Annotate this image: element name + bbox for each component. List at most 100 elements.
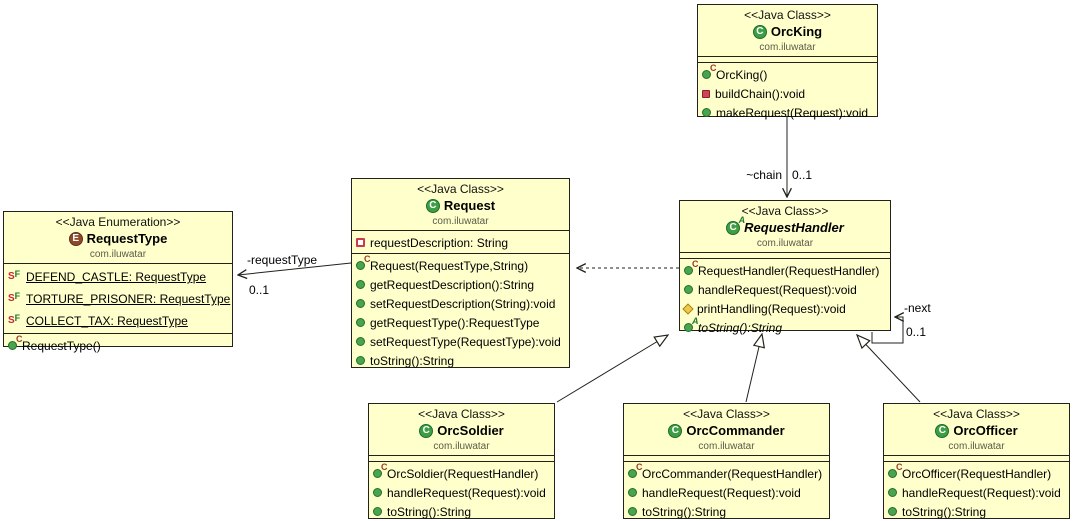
class-box-orcofficer[interactable]: <<Java Class>> C OrcOfficer com.iluwatar… bbox=[883, 403, 1070, 519]
edge-association-next-self[interactable] bbox=[871, 317, 903, 344]
class-title: C OrcKing bbox=[700, 23, 875, 41]
method-row: C Request(RequestType,String) bbox=[352, 255, 569, 275]
method-row: toString():String bbox=[884, 502, 1069, 521]
private-method-icon bbox=[702, 89, 710, 98]
methods-compartment: C OrcKing() buildChain():void makeReques… bbox=[698, 62, 877, 123]
class-icon: C bbox=[935, 424, 950, 438]
class-box-request[interactable]: <<Java Class>> C Request com.iluwatar re… bbox=[351, 178, 570, 368]
edge-label-requesttype: -requestType bbox=[247, 253, 318, 267]
method-label: getRequestType():RequestType bbox=[370, 315, 540, 330]
public-method-icon bbox=[628, 488, 637, 497]
package-name: com.iluwatar bbox=[756, 238, 814, 249]
class-box-orcking[interactable]: <<Java Class>> C OrcKing com.iluwatar C … bbox=[697, 4, 878, 120]
package-name: com.iluwatar bbox=[948, 441, 1005, 452]
method-label: toString():String bbox=[902, 504, 987, 519]
public-method-icon bbox=[888, 488, 897, 497]
public-method-icon bbox=[684, 285, 693, 294]
package-name: com.iluwatar bbox=[432, 216, 489, 227]
method-label: setRequestDescription(String):void bbox=[370, 296, 556, 311]
class-icon: C bbox=[419, 424, 434, 438]
method-row: buildChain():void bbox=[698, 84, 877, 103]
edge-generalization-orcofficer[interactable] bbox=[857, 335, 921, 403]
enum-icon: E bbox=[68, 232, 83, 246]
edge-multiplicity-requesttype: 0..1 bbox=[249, 283, 270, 297]
edge-generalization-orcsoldier[interactable] bbox=[556, 335, 668, 403]
class-title: C OrcSoldier bbox=[371, 422, 552, 440]
method-row: setRequestType(RequestType):void bbox=[352, 332, 569, 351]
method-label: Request(RequestType,String) bbox=[370, 258, 529, 273]
method-row: handleRequest(Request):void bbox=[369, 483, 554, 502]
methods-compartment: C RequestType() bbox=[4, 333, 232, 356]
constructor-icon: C bbox=[8, 335, 23, 350]
abstract-method-icon: A bbox=[684, 317, 699, 332]
method-row: handleRequest(Request):void bbox=[680, 280, 890, 299]
method-row: printHandling(Request):void bbox=[680, 299, 890, 318]
method-row: C OrcSoldier(RequestHandler) bbox=[369, 463, 554, 483]
stereotype: <<Java Class>> bbox=[933, 407, 1020, 421]
method-row: getRequestType():RequestType bbox=[352, 313, 569, 332]
edge-association-requesttype[interactable] bbox=[238, 262, 352, 275]
methods-compartment: C OrcOfficer(RequestHandler) handleReque… bbox=[884, 461, 1069, 521]
class-name: RequestType bbox=[86, 231, 168, 246]
public-method-icon bbox=[356, 318, 365, 327]
class-box-orcsoldier[interactable]: <<Java Class>> C OrcSoldier com.iluwatar… bbox=[368, 403, 555, 519]
package-name: com.iluwatar bbox=[698, 441, 755, 452]
method-row: C RequestType() bbox=[4, 335, 232, 355]
method-label: toString():String bbox=[642, 504, 727, 519]
class-name: OrcCommander bbox=[686, 423, 785, 438]
stereotype: <<Java Class>> bbox=[744, 8, 831, 22]
field-label: requestDescription: String bbox=[370, 235, 509, 250]
public-method-icon bbox=[628, 507, 637, 516]
stereotype: <<Java Class>> bbox=[741, 204, 829, 218]
edge-label-chain: ~chain bbox=[746, 168, 782, 182]
constructor-icon: C bbox=[628, 463, 643, 478]
method-row: A toString():String bbox=[680, 317, 890, 337]
method-label: toString():String bbox=[698, 320, 783, 335]
method-label: OrcSoldier(RequestHandler) bbox=[387, 466, 539, 481]
private-field-icon bbox=[356, 238, 365, 247]
class-name: OrcSoldier bbox=[437, 423, 504, 438]
method-row: toString():String bbox=[352, 351, 569, 370]
field-label: COLLECT_TAX: RequestType bbox=[26, 314, 188, 328]
method-row: C OrcCommander(RequestHandler) bbox=[624, 463, 829, 483]
class-box-requesttype[interactable]: <<Java Enumeration>> E RequestType com.i… bbox=[3, 211, 233, 353]
class-title: C OrcOfficer bbox=[886, 422, 1067, 440]
fields-compartment bbox=[624, 455, 829, 461]
method-row: handleRequest(Request):void bbox=[624, 483, 829, 502]
method-row: setRequestDescription(String):void bbox=[352, 294, 569, 313]
public-method-icon bbox=[888, 507, 897, 516]
class-title: E RequestType bbox=[6, 230, 230, 248]
constructor-icon: C bbox=[684, 260, 699, 275]
edge-generalization-orccommander[interactable] bbox=[745, 334, 762, 403]
method-label: OrcCommander(RequestHandler) bbox=[642, 466, 823, 481]
edge-multiplicity-next: 0..1 bbox=[906, 325, 927, 339]
method-row: C RequestHandler(RequestHandler) bbox=[680, 260, 890, 280]
method-label: RequestHandler(RequestHandler) bbox=[698, 263, 880, 278]
class-name: RequestHandler bbox=[744, 220, 844, 235]
stereotype: <<Java Class>> bbox=[418, 407, 505, 421]
class-icon: C bbox=[668, 424, 683, 438]
fields-compartment bbox=[698, 56, 877, 62]
method-label: OrcKing() bbox=[716, 67, 768, 82]
method-row: C OrcOfficer(RequestHandler) bbox=[884, 463, 1069, 483]
methods-compartment: C OrcSoldier(RequestHandler) handleReque… bbox=[369, 461, 554, 521]
class-box-orccommander[interactable]: <<Java Class>> C OrcCommander com.iluwat… bbox=[623, 403, 830, 519]
fields-compartment bbox=[369, 455, 554, 461]
package-name: com.iluwatar bbox=[759, 42, 816, 53]
stereotype: <<Java Class>> bbox=[417, 182, 504, 196]
method-row: makeRequest(Request):void bbox=[698, 103, 877, 122]
fields-compartment bbox=[680, 252, 890, 258]
method-row: toString():String bbox=[369, 502, 554, 521]
constructor-icon: C bbox=[356, 255, 371, 270]
class-name: OrcOfficer bbox=[953, 423, 1018, 438]
stereotype: <<Java Enumeration>> bbox=[55, 215, 181, 229]
